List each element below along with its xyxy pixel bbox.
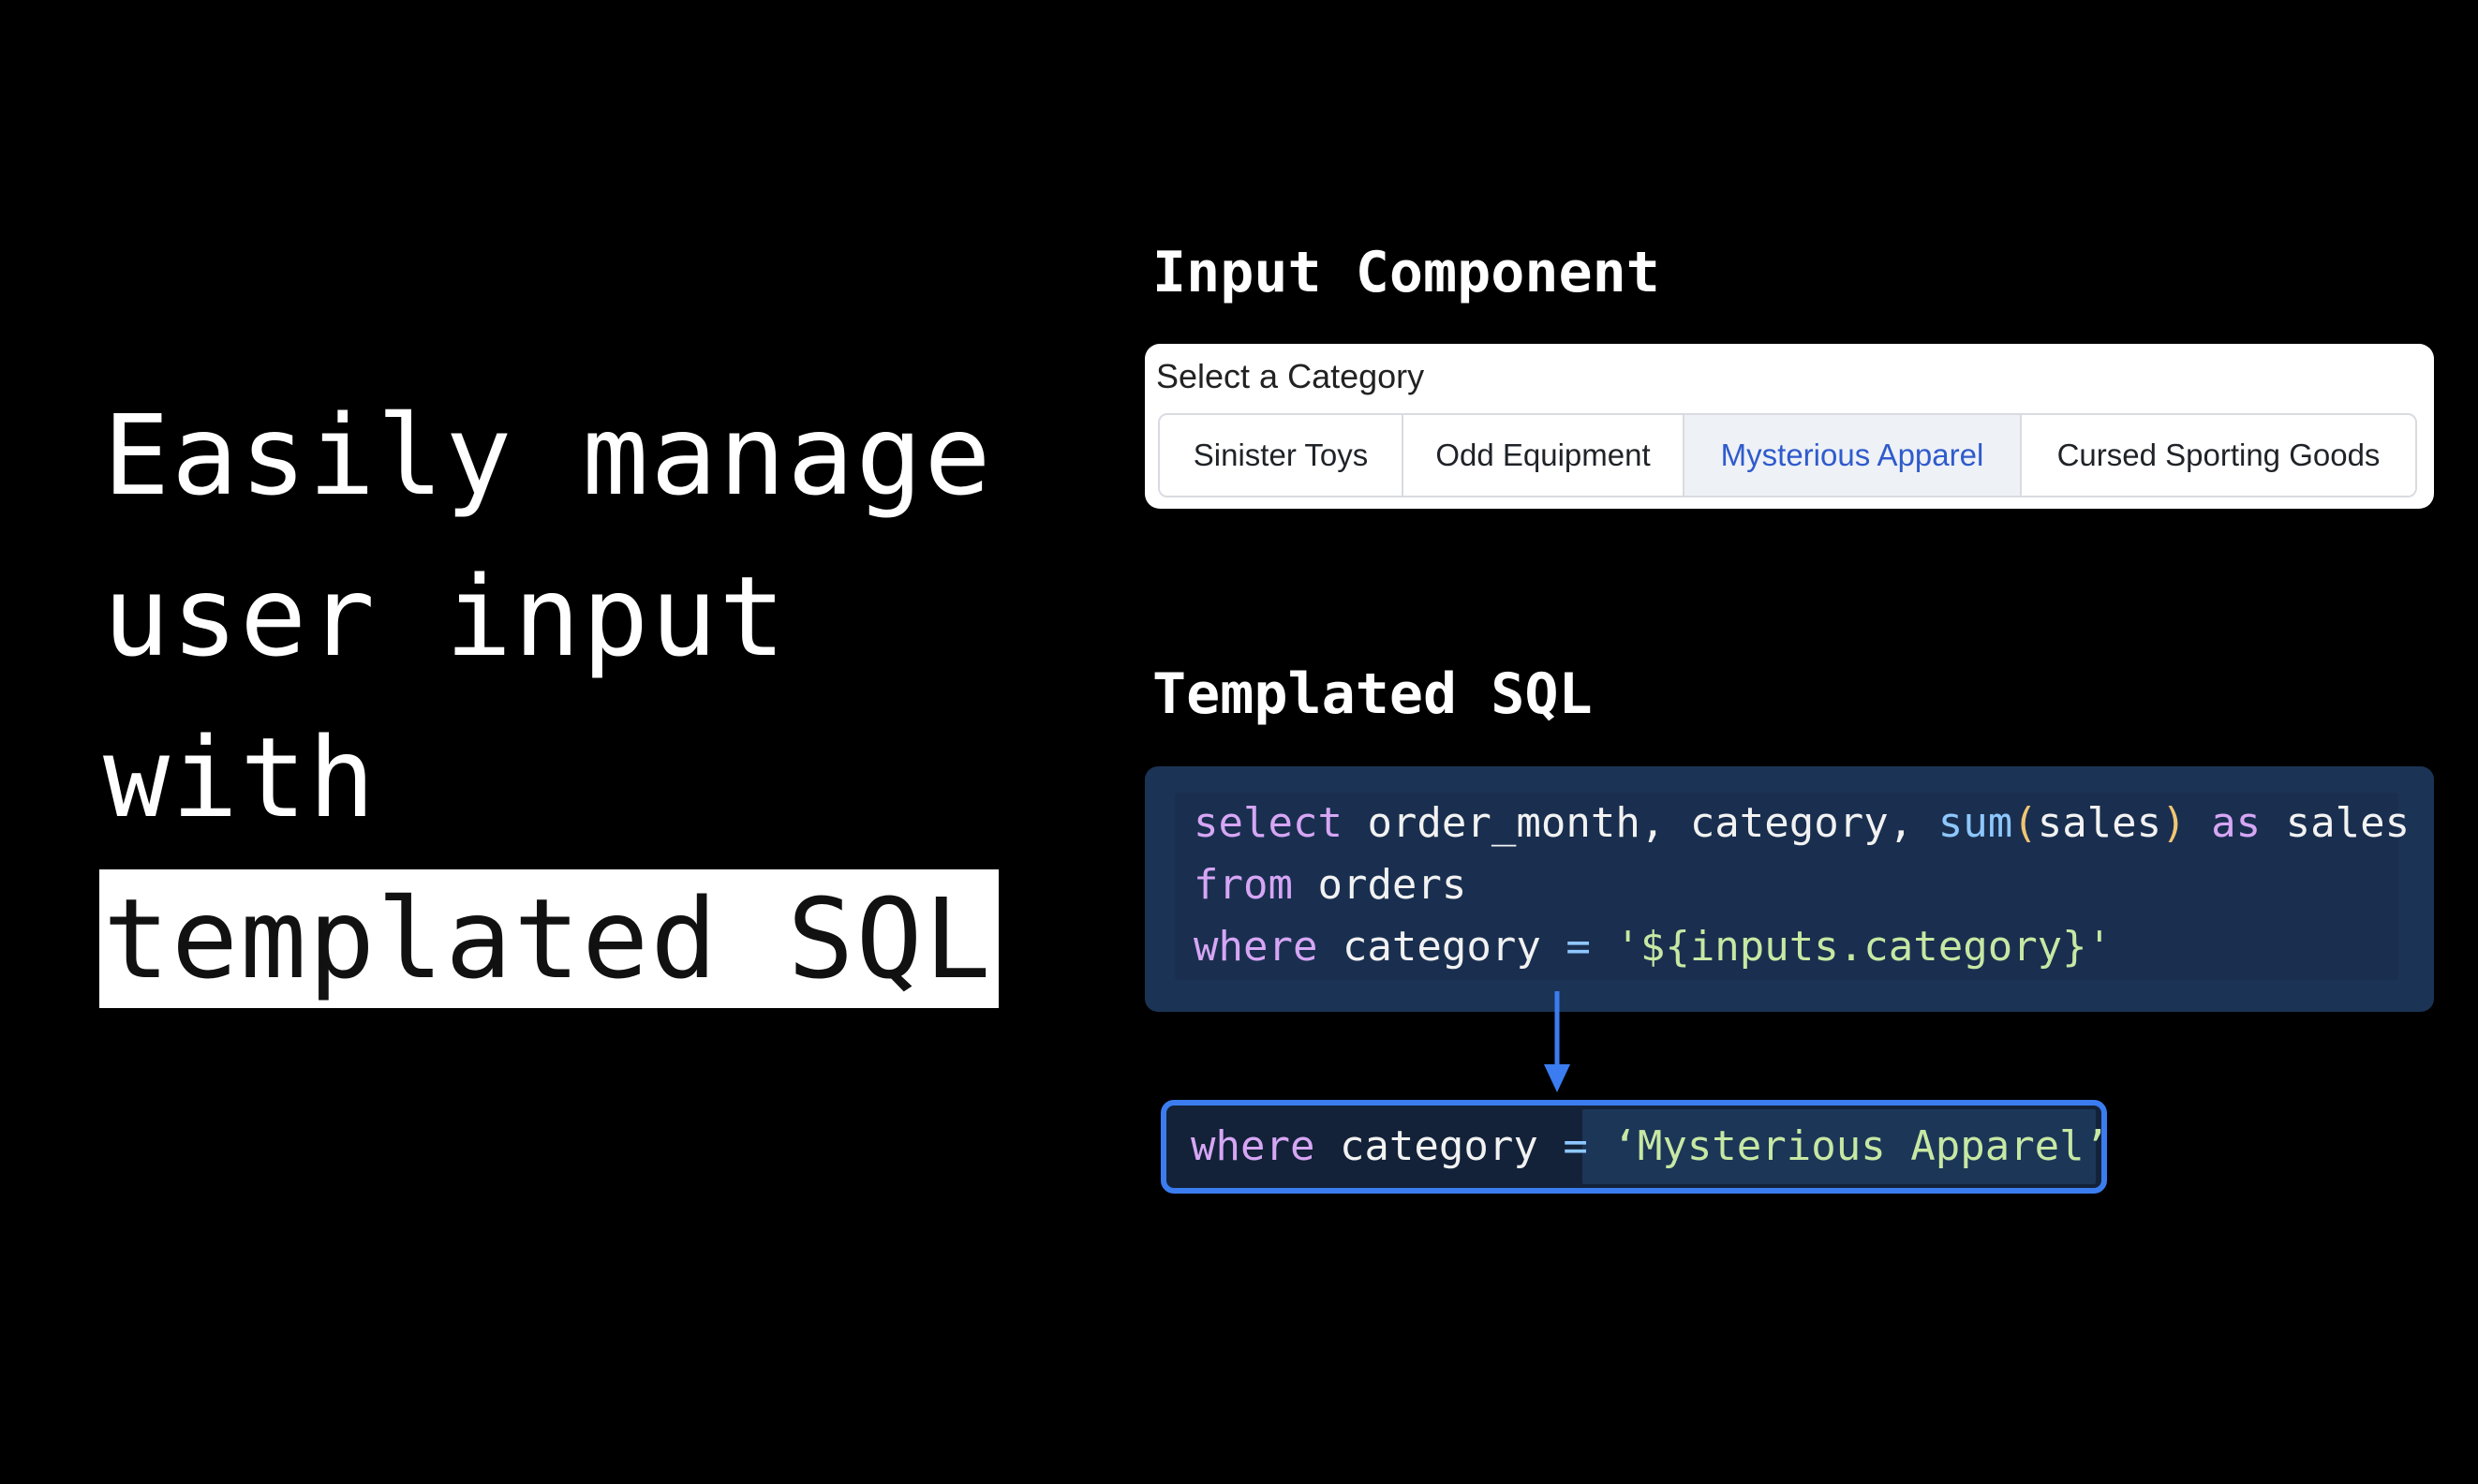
category-option-sinister-toys[interactable]: Sinister Toys [1160,415,1403,496]
result-kw-where: where [1191,1122,1315,1170]
sql-alias: sales [2261,799,2411,847]
category-option-cursed-sporting-goods[interactable]: Cursed Sporting Goods [2022,415,2415,496]
select-category-title: Select a Category [1156,357,1425,395]
sql-table: orders [1292,861,1467,909]
result-condition: category [1314,1122,1564,1170]
headline-line-1: Easily manage [103,391,993,520]
headline-line-4: templated SQL [99,858,1077,1019]
fn-sum: sum [1937,799,2013,847]
sql-sum-arg: sales [2037,799,2162,847]
headline: Easily manage user input with templated … [99,375,1077,1019]
result-code: where category = ‘Mysterious Apparel’ [1191,1117,2109,1177]
kw-as: as [2186,799,2262,847]
category-option-mysterious-apparel[interactable]: Mysterious Apparel [1684,415,2022,496]
headline-highlight: templated SQL [99,869,999,1008]
sql-line-3: where category = '${inputs.category}' [1194,923,2112,971]
input-component-card: Select a Category Sinister Toys Odd Equi… [1145,344,2434,509]
sql-operator: = [1565,923,1591,971]
arrow-down-icon [1544,991,1570,1092]
sql-code-editor: select order_month, category, sum(sales)… [1175,793,2410,980]
headline-line-2: user input [103,552,788,681]
category-option-odd-equipment[interactable]: Odd Equipment [1403,415,1684,496]
kw-where: where [1194,923,1318,971]
result-value-highlight [1582,1109,2096,1184]
result-operator: = [1563,1122,1588,1170]
sql-line-2: from orders [1194,861,1466,909]
paren-close: ) [2161,799,2187,847]
result-value: ‘Mysterious Apparel’ [1587,1122,2110,1170]
category-button-group: Sinister Toys Odd Equipment Mysterious A… [1158,413,2417,497]
headline-line-3: with [103,713,378,842]
sql-line-1: select order_month, category, sum(sales)… [1194,799,2410,847]
templated-sql-label: Templated SQL [1152,661,1593,727]
sql-code: select order_month, category, sum(sales)… [1194,793,2410,978]
sql-template-string: '${inputs.category}' [1590,923,2113,971]
input-component-label: Input Component [1152,240,1660,305]
paren-open: ( [2012,799,2038,847]
sql-columns: order_month, category, [1342,799,1938,847]
kw-from: from [1194,861,1293,909]
kw-select: select [1194,799,1343,847]
sql-code-card: select order_month, category, sum(sales)… [1145,766,2434,1012]
rendered-sql-result: where category = ‘Mysterious Apparel’ [1161,1100,2109,1194]
sql-condition: category [1317,923,1566,971]
